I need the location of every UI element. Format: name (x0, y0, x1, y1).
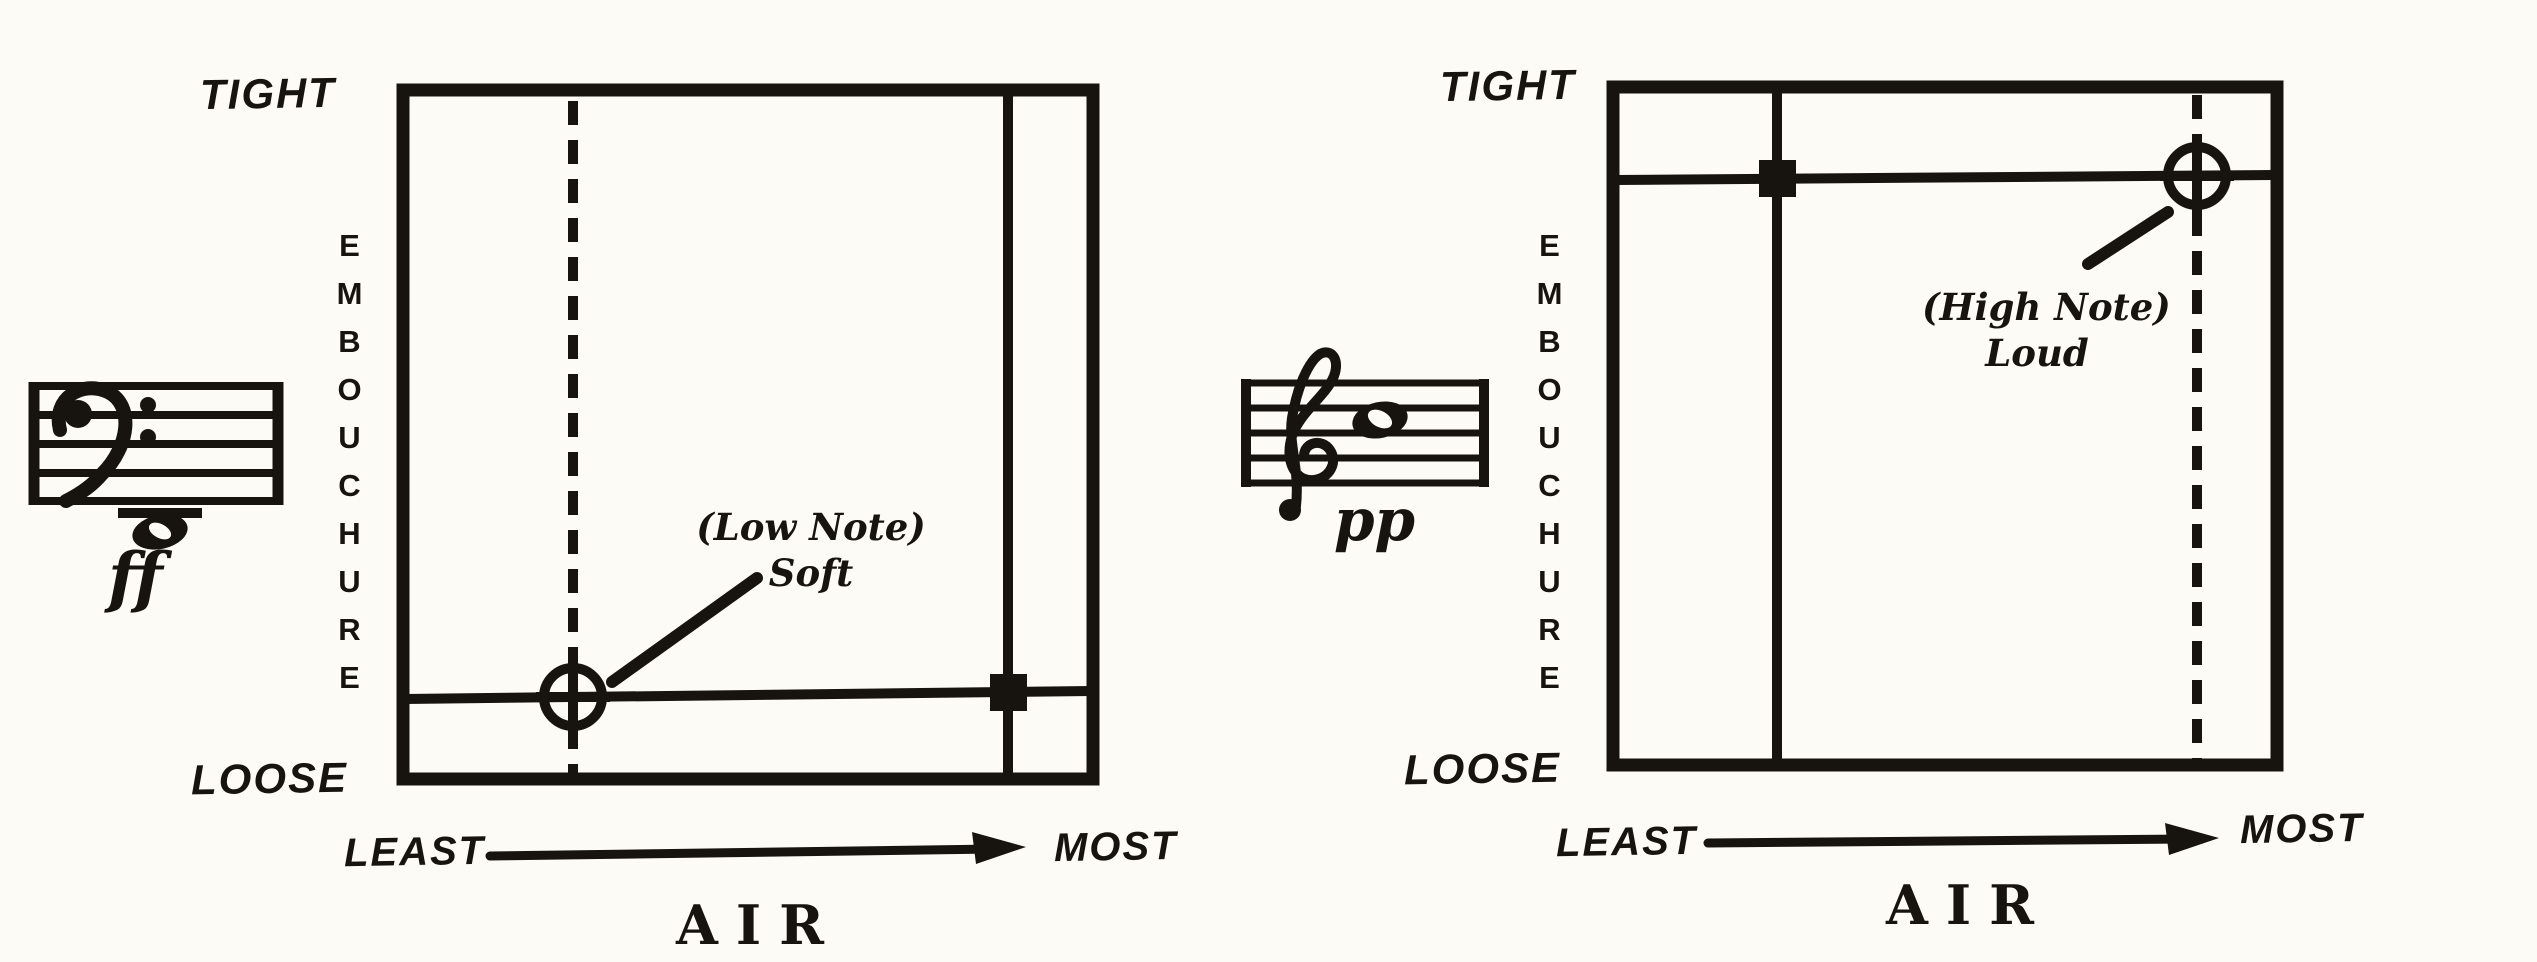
left-loose-label: LOOSE (190, 753, 349, 804)
left-least-label: LEAST (343, 828, 486, 876)
right-annotation-line1: (High Note) (1922, 285, 2171, 329)
right-chart-frame (1606, 80, 2284, 772)
right-loose-label: LOOSE (1403, 743, 1562, 794)
left-air-arrow (485, 832, 1026, 864)
high-note-circle-marker (2160, 139, 2234, 213)
left-annotation-pointer-line (606, 572, 763, 688)
left-chart-frame (396, 83, 1100, 786)
right-square-marker (1759, 160, 1796, 197)
right-annotation-line2: Loud (1985, 331, 2089, 375)
high-whole-note-icon (1352, 401, 1408, 439)
right-most-label: MOST (2239, 805, 2364, 853)
left-annotation: (Low Note) Soft (696, 504, 926, 596)
left-most-label: MOST (1053, 823, 1178, 871)
right-air-axis-label: AIR (1886, 873, 2053, 937)
left-air-axis-label: AIR (676, 893, 843, 957)
treble-clef-icon (1279, 347, 1342, 521)
left-annotation-line1: (Low Note) (696, 505, 926, 549)
right-embouchure-axis-label: EMBOUCHURE (1532, 228, 1567, 708)
bass-clef-icon (51, 381, 156, 508)
left-dynamic-marking: ff (108, 538, 163, 616)
left-embouchure-line (404, 686, 1092, 704)
low-note-circle-marker (536, 660, 610, 734)
right-air-arrow (1703, 823, 2219, 855)
left-annotation-line2: Soft (768, 551, 854, 595)
right-dynamic-marking: pp (1334, 486, 1416, 554)
right-annotation-pointer-line (2082, 206, 2174, 270)
right-annotation: (High Note) Loud (1922, 284, 2171, 376)
right-tight-label: TIGHT (1439, 60, 1577, 111)
left-embouchure-axis-label: EMBOUCHURE (332, 228, 367, 708)
low-whole-note-icon (118, 508, 202, 550)
left-tight-label: TIGHT (199, 68, 337, 119)
right-least-label: LEAST (1555, 818, 1698, 866)
left-square-marker (990, 674, 1027, 711)
